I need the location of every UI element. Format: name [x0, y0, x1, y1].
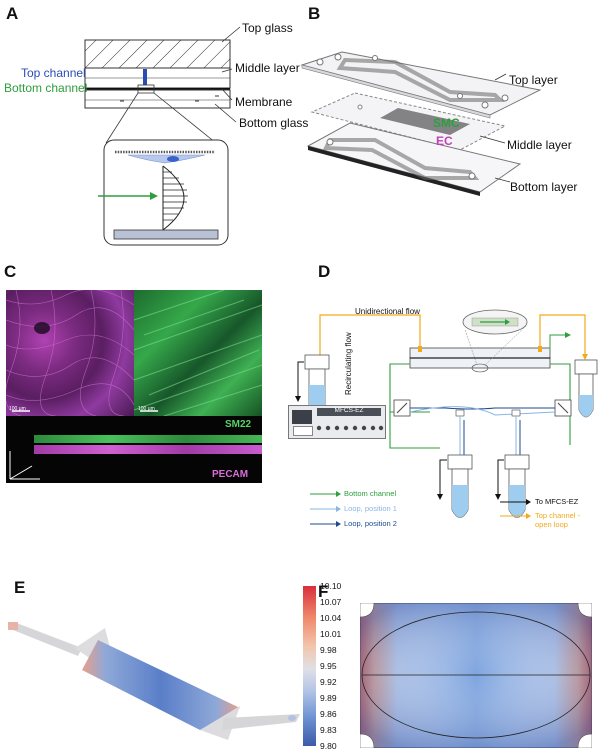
- panel-f-heatmap: [360, 603, 592, 748]
- mfcs-ez-device: MFCS-EZ: [288, 405, 386, 439]
- legend-top-channel-1: Top channel -: [535, 511, 581, 520]
- label-smc: SMC: [433, 116, 460, 130]
- label-sm22: SM22: [225, 419, 252, 430]
- panel-d-legend-arrows: [310, 491, 531, 527]
- colorbar-tick: 9.95: [320, 661, 337, 671]
- panel-letter-b: B: [308, 4, 321, 23]
- cross-section-micrograph: [6, 416, 262, 483]
- chip-device: [409, 347, 551, 359]
- legend-bottom-channel: Bottom channel: [344, 489, 397, 498]
- legend-loop-position-2: Loop, position 2: [344, 519, 397, 528]
- colorbar-tick: 9.80: [320, 741, 337, 751]
- legend-top-channel-2: open loop: [535, 520, 568, 529]
- colorbar-tick: 9.89: [320, 693, 337, 703]
- label-middle-layer-b: Middle layer: [507, 138, 572, 152]
- panel-b-diagram: [300, 51, 542, 196]
- panel-letter-c: C: [4, 262, 17, 281]
- label-top-layer: Top layer: [509, 73, 558, 87]
- panel-letter-a: A: [6, 4, 19, 23]
- label-bottom-glass: Bottom glass: [239, 116, 309, 130]
- membrane-region: [380, 108, 470, 135]
- label-pecam: PECAM: [212, 469, 249, 480]
- colorbar-tick: 10.10: [320, 581, 342, 591]
- label-bottom-layer: Bottom layer: [510, 180, 578, 194]
- label-recirculating-flow: Recirculating flow: [344, 332, 353, 395]
- colorbar-ticks: 10.10 10.07 10.04 10.01 9.98 9.95 9.92 9…: [320, 581, 360, 751]
- label-membrane: Membrane: [235, 95, 293, 109]
- channel-body: [82, 640, 240, 730]
- endothelial-cell: [127, 154, 206, 164]
- colorbar-tick: 9.86: [320, 709, 337, 719]
- label-bottom-channel: Bottom channel: [4, 81, 88, 95]
- label-top-channel: Top channel: [21, 66, 86, 80]
- label-unidirectional-flow: Unidirectional flow: [355, 307, 420, 316]
- colorbar-tick: 10.01: [320, 629, 342, 639]
- scale-bar-right: 100 μm: [138, 406, 155, 412]
- scale-bar-left: 100 μm: [9, 406, 26, 412]
- top-channel-mark: [143, 69, 147, 85]
- panel-letter-f: F: [318, 582, 329, 601]
- pecam-micrograph: [6, 290, 134, 416]
- zoom-inset: [103, 139, 229, 246]
- sm22-micrograph: [134, 290, 262, 416]
- colorbar-tick: 9.98: [320, 645, 337, 655]
- top-glass-layer: [84, 39, 231, 69]
- flow-profile: [162, 165, 185, 231]
- legend-to-mfcs: To MFCS-EZ: [535, 497, 579, 506]
- colorbar-tick: 10.04: [320, 613, 342, 623]
- pecam-band: [34, 445, 262, 454]
- colorbar-tick: 10.07: [320, 597, 342, 607]
- mfcs-ez-label: MFCS-EZ: [334, 407, 364, 414]
- sm22-band: [34, 435, 262, 443]
- colorbar-tick: 9.83: [320, 725, 337, 735]
- bottom-glass-layer: [84, 89, 231, 109]
- panel-letter-d: D: [318, 262, 331, 281]
- label-ec: EC: [436, 134, 453, 148]
- label-middle-layer-a: Middle layer: [235, 61, 300, 75]
- panel-letter-e: E: [14, 578, 26, 597]
- label-top-glass: Top glass: [242, 21, 293, 35]
- colorbar-tick: 9.92: [320, 677, 337, 687]
- colorbar: [303, 586, 316, 746]
- legend-loop-position-1: Loop, position 1: [344, 504, 397, 513]
- panel-a-diagram: [84, 26, 241, 246]
- panel-d-diagram: [295, 309, 598, 518]
- panel-e-render: [8, 622, 300, 740]
